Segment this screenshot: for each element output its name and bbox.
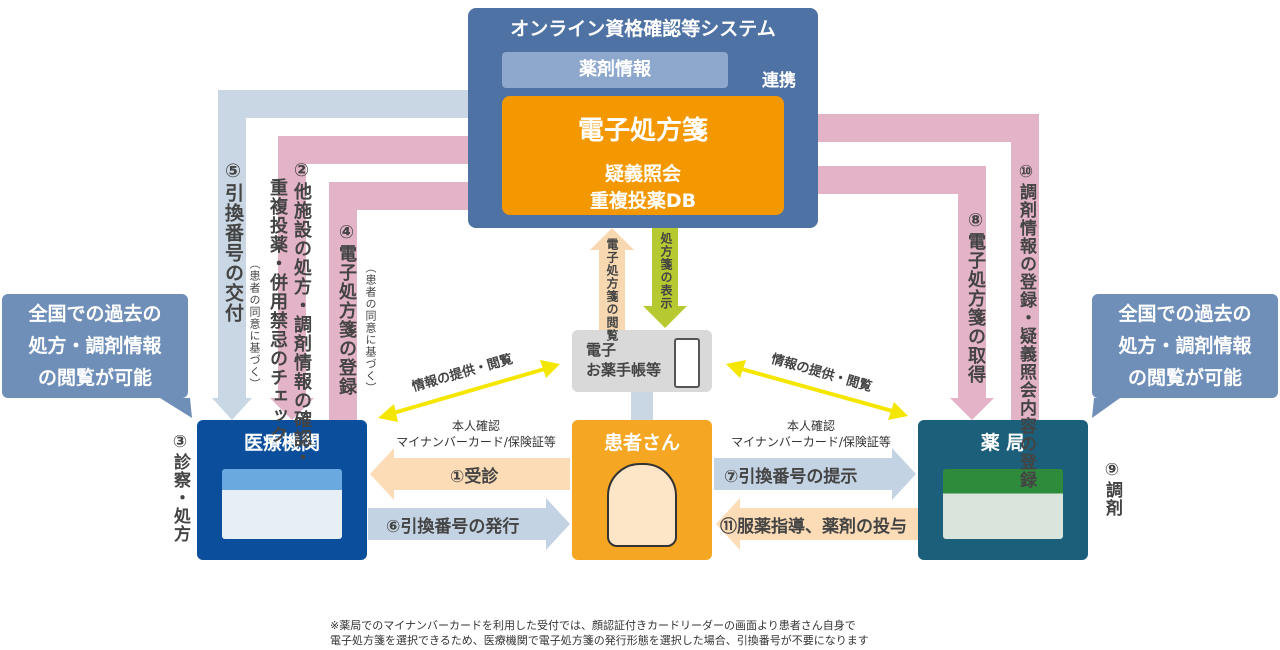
label-2-note: （患者の同意に基づく） <box>248 258 261 390</box>
eps-sub1: 疑義照会 <box>604 163 681 185</box>
label-view: 電子処方箋の閲覧 <box>605 238 619 342</box>
callout-right-line: 処方・調剤情報 <box>1118 335 1252 357</box>
arrow-view-head <box>590 228 634 250</box>
hospital-building-icon <box>222 469 342 539</box>
label-1: ①受診 <box>450 467 499 487</box>
smartphone-icon <box>674 338 700 388</box>
pharmacy-node: 薬 局 <box>918 420 1088 560</box>
arrow-10 <box>806 114 1039 420</box>
label-8: ⑧電子処方箋の取得 <box>965 210 986 384</box>
hospital-label: 医療機関 <box>243 432 320 454</box>
label-7: ⑦引換番号の提示 <box>724 467 858 487</box>
id-left-2: マイナンバーカード/保険証等 <box>396 435 556 449</box>
info-arrow-left <box>389 366 549 416</box>
e-prescription-box: 電子処方箋 疑義照会 重複投薬DB <box>502 96 784 215</box>
arrow-show-head <box>643 306 687 328</box>
label-9: ⑨調剤 <box>1102 460 1122 517</box>
label-3: ③診察・処方 <box>170 432 190 543</box>
pharmacy-label: 薬 局 <box>980 432 1026 454</box>
patient-face-icon <box>607 463 677 547</box>
arrow-11 <box>738 508 918 540</box>
callout-right: 全国での過去の 処方・調剤情報 の閲覧が可能 <box>1092 294 1278 398</box>
info-arrow-right <box>737 366 897 414</box>
pharmacy-store-icon <box>943 469 1063 539</box>
label-show: 処方箋の表示 <box>659 232 673 310</box>
patient-node: 患者さん <box>572 420 712 560</box>
label-2b: 重複投薬・併用禁忌のチェック <box>267 178 288 444</box>
label-6: ⑥引換番号の発行 <box>386 517 520 537</box>
arrow-6 <box>368 508 548 540</box>
hospital-node: 医療機関 <box>197 420 367 560</box>
label-10: ⑩調剤情報の登録・疑義照会内容の登録 <box>1016 162 1036 489</box>
drug-info-bar: 薬剤情報 <box>502 52 728 88</box>
callout-left-line: 処方・調剤情報 <box>28 335 162 357</box>
notebook-label-1: 電子 <box>586 341 617 359</box>
connector-notebook-patient <box>631 392 653 420</box>
arrow-8-head <box>950 398 994 420</box>
notebook-label-2: お薬手帳等 <box>586 361 662 379</box>
eps-title: 電子処方箋 <box>577 116 708 146</box>
callout-right-line: の閲覧が可能 <box>1127 367 1242 389</box>
system-title: オンライン資格確認等システム <box>510 18 776 40</box>
label-5: ⑤引換番号の交付 <box>222 160 244 323</box>
callout-left-line: 全国での過去の <box>28 303 162 325</box>
id-right-1: 本人確認 <box>786 419 835 433</box>
arrow-1 <box>392 458 570 490</box>
patient-label: 患者さん <box>603 432 680 454</box>
footnote-line: ※薬局でのマイナンバーカードを利用した受付では、顔認証付きカードリーダーの画面よ… <box>330 619 856 632</box>
arrow-show <box>652 228 678 308</box>
callout-right-line: 全国での過去の <box>1118 303 1252 325</box>
footnote: ※薬局でのマイナンバーカードを利用した受付では、顔認証付きカードリーダーの画面よ… <box>330 618 869 648</box>
callout-left-tail <box>160 398 192 418</box>
arrow-8 <box>786 166 986 400</box>
id-right-2: マイナンバーカード/保険証等 <box>731 435 891 449</box>
arrow-4 <box>329 182 480 420</box>
label-4: ④電子処方箋の登録 <box>336 222 357 396</box>
arrow-2-head-down <box>270 398 314 420</box>
link-label: 連携 <box>762 71 796 91</box>
arrow-view <box>599 248 625 330</box>
arrow-5-head <box>212 398 252 420</box>
id-left-1: 本人確認 <box>451 419 500 433</box>
callout-right-tail <box>1092 398 1120 418</box>
callout-left: 全国での過去の 処方・調剤情報 の閲覧が可能 <box>2 294 188 398</box>
arrow-2 <box>278 136 488 400</box>
arrow-5 <box>218 90 470 400</box>
label-4-note: （患者の同意に基づく） <box>364 262 377 394</box>
label-2a: ②他施設の処方・調剤情報の確認・ <box>291 160 312 467</box>
e-medication-notebook: 電子 お薬手帳等 <box>572 330 712 392</box>
footnote-line: 電子処方箋を選択できるため、医療機関で電子処方箋の発行形態を選択した場合、引換番… <box>330 634 869 647</box>
callout-left-line: の閲覧が可能 <box>37 367 152 389</box>
label-11: ⑪服薬指導、薬剤の投与 <box>720 517 907 537</box>
arrow-7 <box>714 458 894 490</box>
eps-sub2: 重複投薬DB <box>589 190 697 212</box>
